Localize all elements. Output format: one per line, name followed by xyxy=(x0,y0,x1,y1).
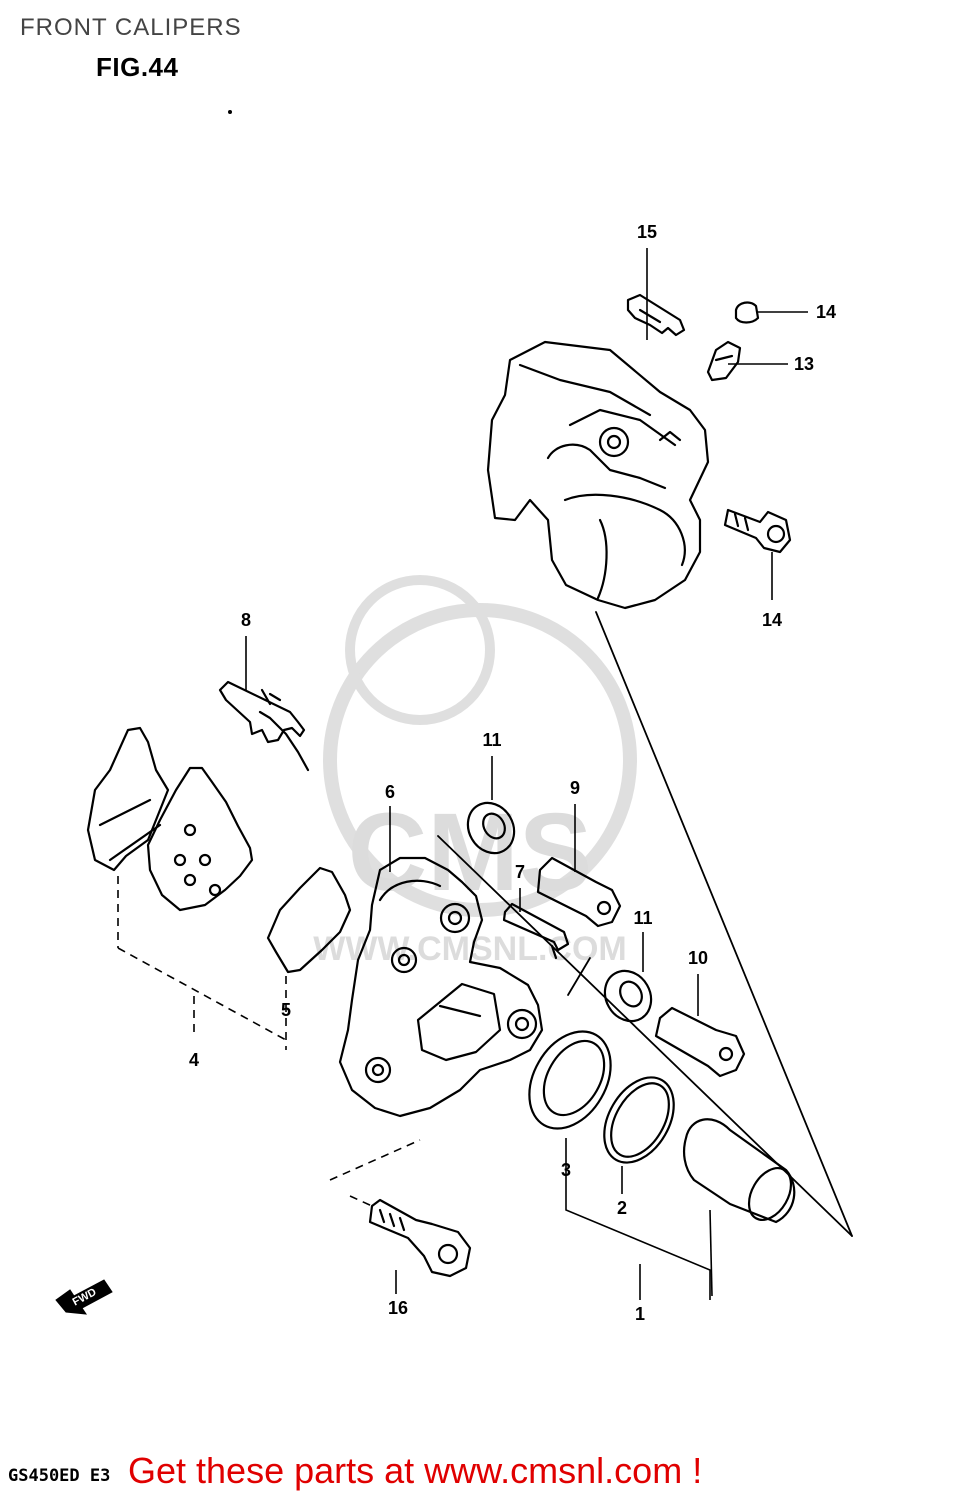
dashed-leaders xyxy=(117,876,421,1207)
callout-15: 15 xyxy=(637,222,657,242)
callout-7: 7 xyxy=(515,862,525,882)
dust-boot-upper xyxy=(466,801,516,855)
mounting-bolt-lower xyxy=(368,1198,472,1278)
stray-dot xyxy=(228,110,232,114)
slide-pin-lower xyxy=(654,1006,746,1078)
callout-11-upper: 11 xyxy=(482,730,501,750)
callout-8: 8 xyxy=(241,610,251,630)
callout-12: 14 xyxy=(762,610,782,630)
bleeder-cap xyxy=(734,301,760,324)
callout-11-lower: 11 xyxy=(633,908,652,928)
caliper-bracket xyxy=(338,856,544,1118)
callout-13: 13 xyxy=(794,354,814,374)
model-code: GS450ED E3 xyxy=(8,1466,111,1486)
callout-4: 4 xyxy=(189,1050,199,1070)
piston-seal xyxy=(603,1076,675,1164)
callout-9: 9 xyxy=(570,778,580,798)
mounting-bolt-upper xyxy=(723,508,792,554)
assembly-leader-lines xyxy=(437,611,853,1237)
brake-pad-inner xyxy=(146,766,254,912)
slide-pin-upper xyxy=(536,856,622,928)
figure-number: FIG.44 xyxy=(96,52,179,82)
piston-seal-dust xyxy=(528,1030,612,1130)
callout-3: 3 xyxy=(561,1160,571,1180)
bleeder-valve xyxy=(706,340,742,382)
callout-2: 2 xyxy=(617,1198,627,1218)
forward-arrow-icon: FWD xyxy=(55,1279,113,1315)
cms-watermark: CMS WWW.CMSNL.COM xyxy=(313,575,637,968)
callout-leaders xyxy=(245,248,808,1300)
pad-shim xyxy=(266,866,352,974)
callout-6: 6 xyxy=(385,782,395,802)
callout-16: 16 xyxy=(388,1298,408,1318)
callout-5: 5 xyxy=(281,1000,291,1020)
callout-labels: 15 14 13 14 8 11 9 6 7 11 10 5 4 3 2 1 1… xyxy=(189,222,836,1324)
pad-retainer-plate xyxy=(218,680,310,772)
dust-boot-lower xyxy=(603,969,653,1023)
page-title: FRONT CALIPERS xyxy=(20,14,242,41)
callout-14: 14 xyxy=(816,302,836,322)
pad-spring-clip xyxy=(626,293,686,337)
cta-link[interactable]: Get these parts at www.cmsnl.com ! xyxy=(128,1450,703,1491)
watermark-logo-text: CMS xyxy=(348,791,592,914)
callout-10: 10 xyxy=(688,948,708,968)
callout-1: 1 xyxy=(635,1304,645,1324)
caliper-piston xyxy=(683,1118,796,1224)
caliper-body-upper xyxy=(486,340,710,610)
brake-pad-outer xyxy=(86,726,170,872)
